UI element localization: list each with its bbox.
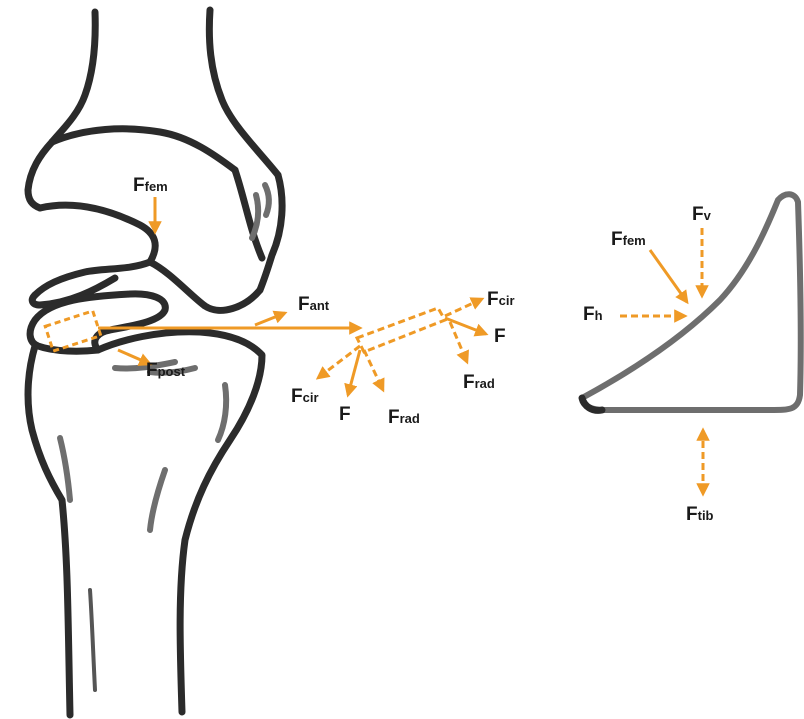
label-fv: Fv bbox=[692, 204, 712, 225]
label-f-lower: F bbox=[339, 404, 351, 425]
label-fant: Fant bbox=[298, 294, 330, 315]
meniscus-cross-section bbox=[582, 194, 801, 410]
force-arrows-cross-section bbox=[620, 228, 703, 494]
arrow-fcir-upper bbox=[445, 299, 482, 316]
arrow-frad-upper bbox=[450, 322, 467, 362]
arrow-fant bbox=[255, 313, 285, 325]
tibia bbox=[28, 332, 262, 715]
force-arrows-knee bbox=[45, 197, 360, 364]
label-f-upper: F bbox=[494, 326, 506, 347]
label-fcir-lower: Fcir bbox=[291, 386, 319, 407]
label-frad-lower: Frad bbox=[388, 407, 420, 428]
arrow-frad-lower bbox=[364, 350, 383, 390]
label-fh: Fh bbox=[583, 304, 603, 325]
force-labels: Ffem Fant Fpost Fcir F Frad Fcir F Frad … bbox=[133, 175, 714, 525]
arrow-f-lower bbox=[348, 350, 360, 395]
arrow-ffem-right bbox=[650, 250, 687, 302]
label-ffem-left: Ffem bbox=[133, 175, 168, 196]
femur bbox=[28, 10, 282, 310]
element-box bbox=[357, 308, 445, 352]
label-ffem-right: Ffem bbox=[611, 229, 646, 250]
label-fcir-upper: Fcir bbox=[487, 289, 515, 310]
label-ftib: Ftib bbox=[686, 504, 714, 525]
force-arrows-element bbox=[318, 299, 486, 395]
label-fpost: Fpost bbox=[146, 360, 186, 381]
label-frad-upper: Frad bbox=[463, 372, 495, 393]
